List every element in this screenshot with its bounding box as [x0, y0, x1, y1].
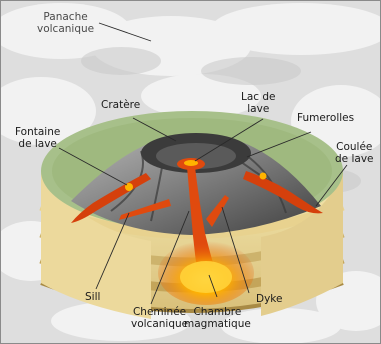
label-dyke: Dyke	[256, 293, 282, 305]
label-crater: Cratère	[101, 99, 140, 111]
label-fumaroles: Fumerolles	[297, 112, 354, 124]
label-sill: Sill	[85, 291, 100, 303]
